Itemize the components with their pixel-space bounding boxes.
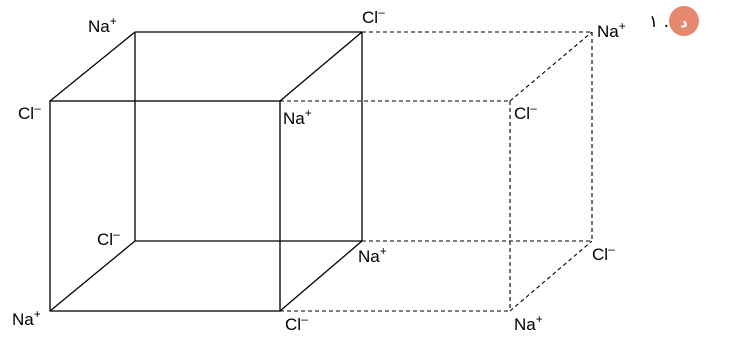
question-number: ١ . [649, 12, 669, 32]
ion-label-na: Na+ [12, 307, 41, 329]
dashed-top-depth-edge [509, 31, 593, 102]
dashed-cube [279, 31, 593, 312]
question-badge-letter: د [680, 13, 688, 31]
solid-cube [49, 31, 363, 312]
question-badge [669, 6, 699, 36]
top-left-depth-edge [49, 31, 136, 102]
bottom-left-depth-edge [49, 240, 136, 312]
dashed-bottom-depth-edge [509, 240, 593, 312]
ion-label-na: Na+ [88, 14, 117, 36]
ion-label-na: Na+ [514, 312, 543, 334]
ion-label-cl: Cl– [18, 101, 41, 123]
bottom-right-depth-edge [279, 240, 363, 312]
ion-label-cl: Cl– [285, 312, 308, 334]
top-right-depth-edge [279, 31, 363, 102]
ion-label-na: Na+ [597, 19, 626, 41]
ion-label-cl: Cl– [362, 5, 385, 27]
ion-label-cl: Cl– [514, 101, 537, 123]
ion-label-cl: Cl– [97, 227, 120, 249]
ion-label-na: Na+ [358, 244, 387, 266]
ion-label-cl: Cl– [592, 242, 615, 264]
front-face [49, 100, 281, 312]
ion-label-na: Na+ [283, 106, 312, 128]
